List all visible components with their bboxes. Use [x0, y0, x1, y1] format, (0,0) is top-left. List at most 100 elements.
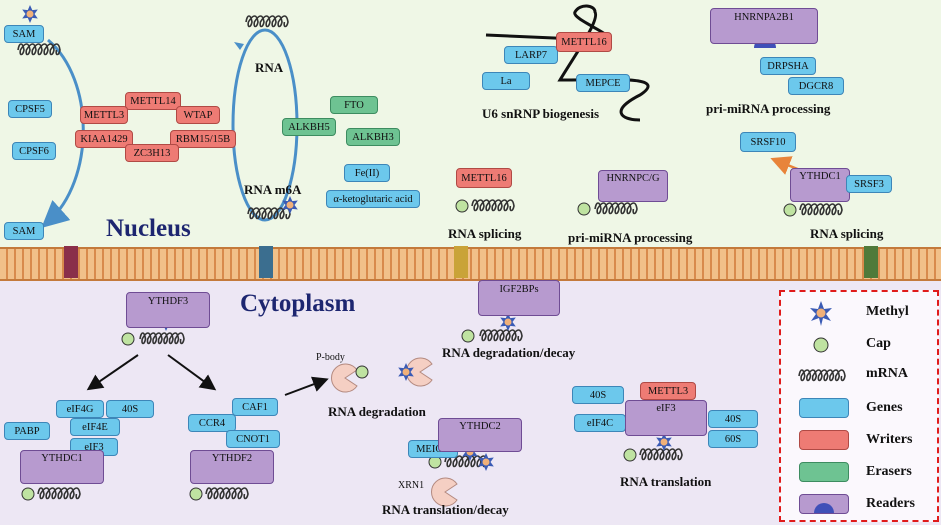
legend-swatch-erasers	[799, 462, 849, 482]
legend-swatch-readers	[799, 494, 849, 514]
cap-marker	[577, 202, 591, 216]
gene-srsf3: SRSF3	[846, 175, 892, 193]
writer-kiaa1429: KIAA1429	[75, 130, 133, 148]
legend-row-writers: Writers	[781, 428, 941, 454]
gene-40s-b: 40S	[708, 410, 758, 428]
label-pri-mirna-top: pri-miRNA processing	[706, 101, 831, 116]
nucleus-title: Nucleus	[106, 215, 191, 242]
label-rna-decay: RNA degradation/decay	[442, 345, 576, 360]
writer-zc3h13: ZC3H13	[125, 144, 179, 162]
label-rna-splicing-2: RNA splicing	[810, 226, 884, 241]
label-u6-snrnp: U6 snRNP biogenesis	[482, 106, 600, 121]
mrna-strand	[471, 199, 515, 212]
methyl-marker	[656, 433, 672, 451]
reader-ythdc1-splice: YTHDC1	[790, 168, 850, 202]
gene-larp7: LARP7	[504, 46, 558, 64]
mrna-icon	[798, 369, 846, 382]
arrow-ythdf3-left	[86, 354, 139, 391]
gene-pabp: PABP	[4, 422, 50, 440]
methyl-marker	[398, 363, 414, 381]
cap-icon	[813, 337, 829, 353]
arrow-to-pbody	[284, 376, 329, 396]
mrna-strand	[37, 487, 81, 500]
reader-hnrnpc: HNRNPC/G	[598, 170, 668, 202]
writer-mettl16-splice: METTL16	[456, 168, 512, 188]
legend-label-erasers: Erasers	[866, 464, 912, 479]
reader-igf2bps: IGF2BPs	[478, 280, 560, 316]
legend-row-readers: Readers	[781, 492, 941, 518]
gene-sam-bottom: SAM	[4, 222, 44, 240]
legend-row-erasers: Erasers	[781, 460, 941, 486]
cap-marker	[189, 487, 203, 501]
mrna-strand	[17, 43, 61, 56]
gene-40s-left: 40S	[106, 400, 154, 418]
writer-wtap: WTAP	[176, 106, 220, 124]
gene-cpsf5: CPSF5	[8, 100, 52, 118]
label-rna: RNA	[255, 60, 284, 75]
cap-marker	[455, 199, 469, 213]
legend-label-readers: Readers	[866, 496, 915, 511]
gene-cpsf6: CPSF6	[12, 142, 56, 160]
writer-mettl14: METTL14	[125, 92, 181, 110]
reader-hnrnpa2b1: HNRNPA2B1	[710, 8, 818, 44]
nuclear-membrane	[0, 247, 941, 281]
legend-label-genes: Genes	[866, 400, 903, 415]
cap-marker	[461, 329, 475, 343]
gene-eif4g: eIF4G	[56, 400, 104, 418]
methyl-marker	[500, 313, 516, 331]
eraser-alkbh3: ALKBH3	[346, 128, 400, 146]
legend-label-mrna: mRNA	[866, 366, 908, 381]
reader-ythdf3: YTHDF3	[126, 292, 210, 328]
gene-ccr4: CCR4	[188, 414, 236, 432]
methyl-icon	[810, 301, 832, 326]
cap-marker	[21, 487, 35, 501]
label-xrn1: XRN1	[398, 480, 425, 491]
gene-mepce: MEPCE	[576, 74, 630, 92]
legend-swatch-genes	[799, 398, 849, 418]
mrna-strand	[799, 203, 843, 216]
cap-marker	[355, 365, 369, 379]
label-pbody: P-body	[316, 352, 345, 363]
mrna-strand	[594, 202, 638, 215]
reader-eif3-translation: eIF3	[625, 400, 707, 436]
cytoplasm-title: Cytoplasm	[240, 290, 356, 317]
gene-cnot1: CNOT1	[226, 430, 280, 448]
reader-ythdc2: YTHDC2	[438, 418, 522, 452]
gene-drosha: DRPSHA	[760, 57, 816, 75]
legend-label-methyl: Methyl	[866, 304, 909, 319]
mrna-strand	[245, 15, 289, 28]
label-pri-mirna-mid: pri-miRNA processing	[568, 230, 693, 245]
cap-marker	[121, 332, 135, 346]
label-rna-translation: RNA translation	[620, 474, 712, 489]
gene-sam-top: SAM	[4, 25, 44, 43]
label-rna-splicing-1: RNA splicing	[448, 226, 522, 241]
legend-swatch-writers	[799, 430, 849, 450]
gene-la: La	[482, 72, 530, 90]
legend: Methyl Cap mRNA Genes Writers Erasers	[779, 290, 939, 522]
legend-row-cap: Cap	[781, 332, 941, 358]
writer-mettl3-cyto: METTL3	[640, 382, 696, 400]
label-translation-decay: RNA translation/decay	[382, 502, 509, 517]
arrow-ythdf3-right	[167, 354, 217, 391]
gene-srsf10: SRSF10	[740, 132, 796, 152]
legend-row-genes: Genes	[781, 396, 941, 422]
membrane-channels	[64, 246, 878, 278]
cofactor-fe: Fe(II)	[344, 164, 390, 182]
legend-label-writers: Writers	[866, 432, 913, 447]
methyl-marker	[282, 196, 298, 214]
reader-ythdc1-cyto: YTHDC1	[20, 450, 104, 484]
cap-marker	[783, 203, 797, 217]
reader-ythdf2: YTHDF2	[190, 450, 274, 484]
label-rna-m6a: RNA m6A	[244, 182, 302, 197]
gene-40s-a: 40S	[572, 386, 624, 404]
writer-mettl3: METTL3	[80, 106, 128, 124]
legend-row-mrna: mRNA	[781, 362, 941, 388]
gene-eif4e: eIF4E	[70, 418, 120, 436]
gene-eif4c: eIF4C	[574, 414, 626, 432]
eraser-alkbh5: ALKBH5	[282, 118, 336, 136]
cofactor-aketo: α-ketoglutaric acid	[326, 190, 420, 208]
eraser-fto: FTO	[330, 96, 378, 114]
writer-mettl16-u6: METTL16	[556, 32, 612, 52]
mrna-strand	[479, 329, 523, 342]
